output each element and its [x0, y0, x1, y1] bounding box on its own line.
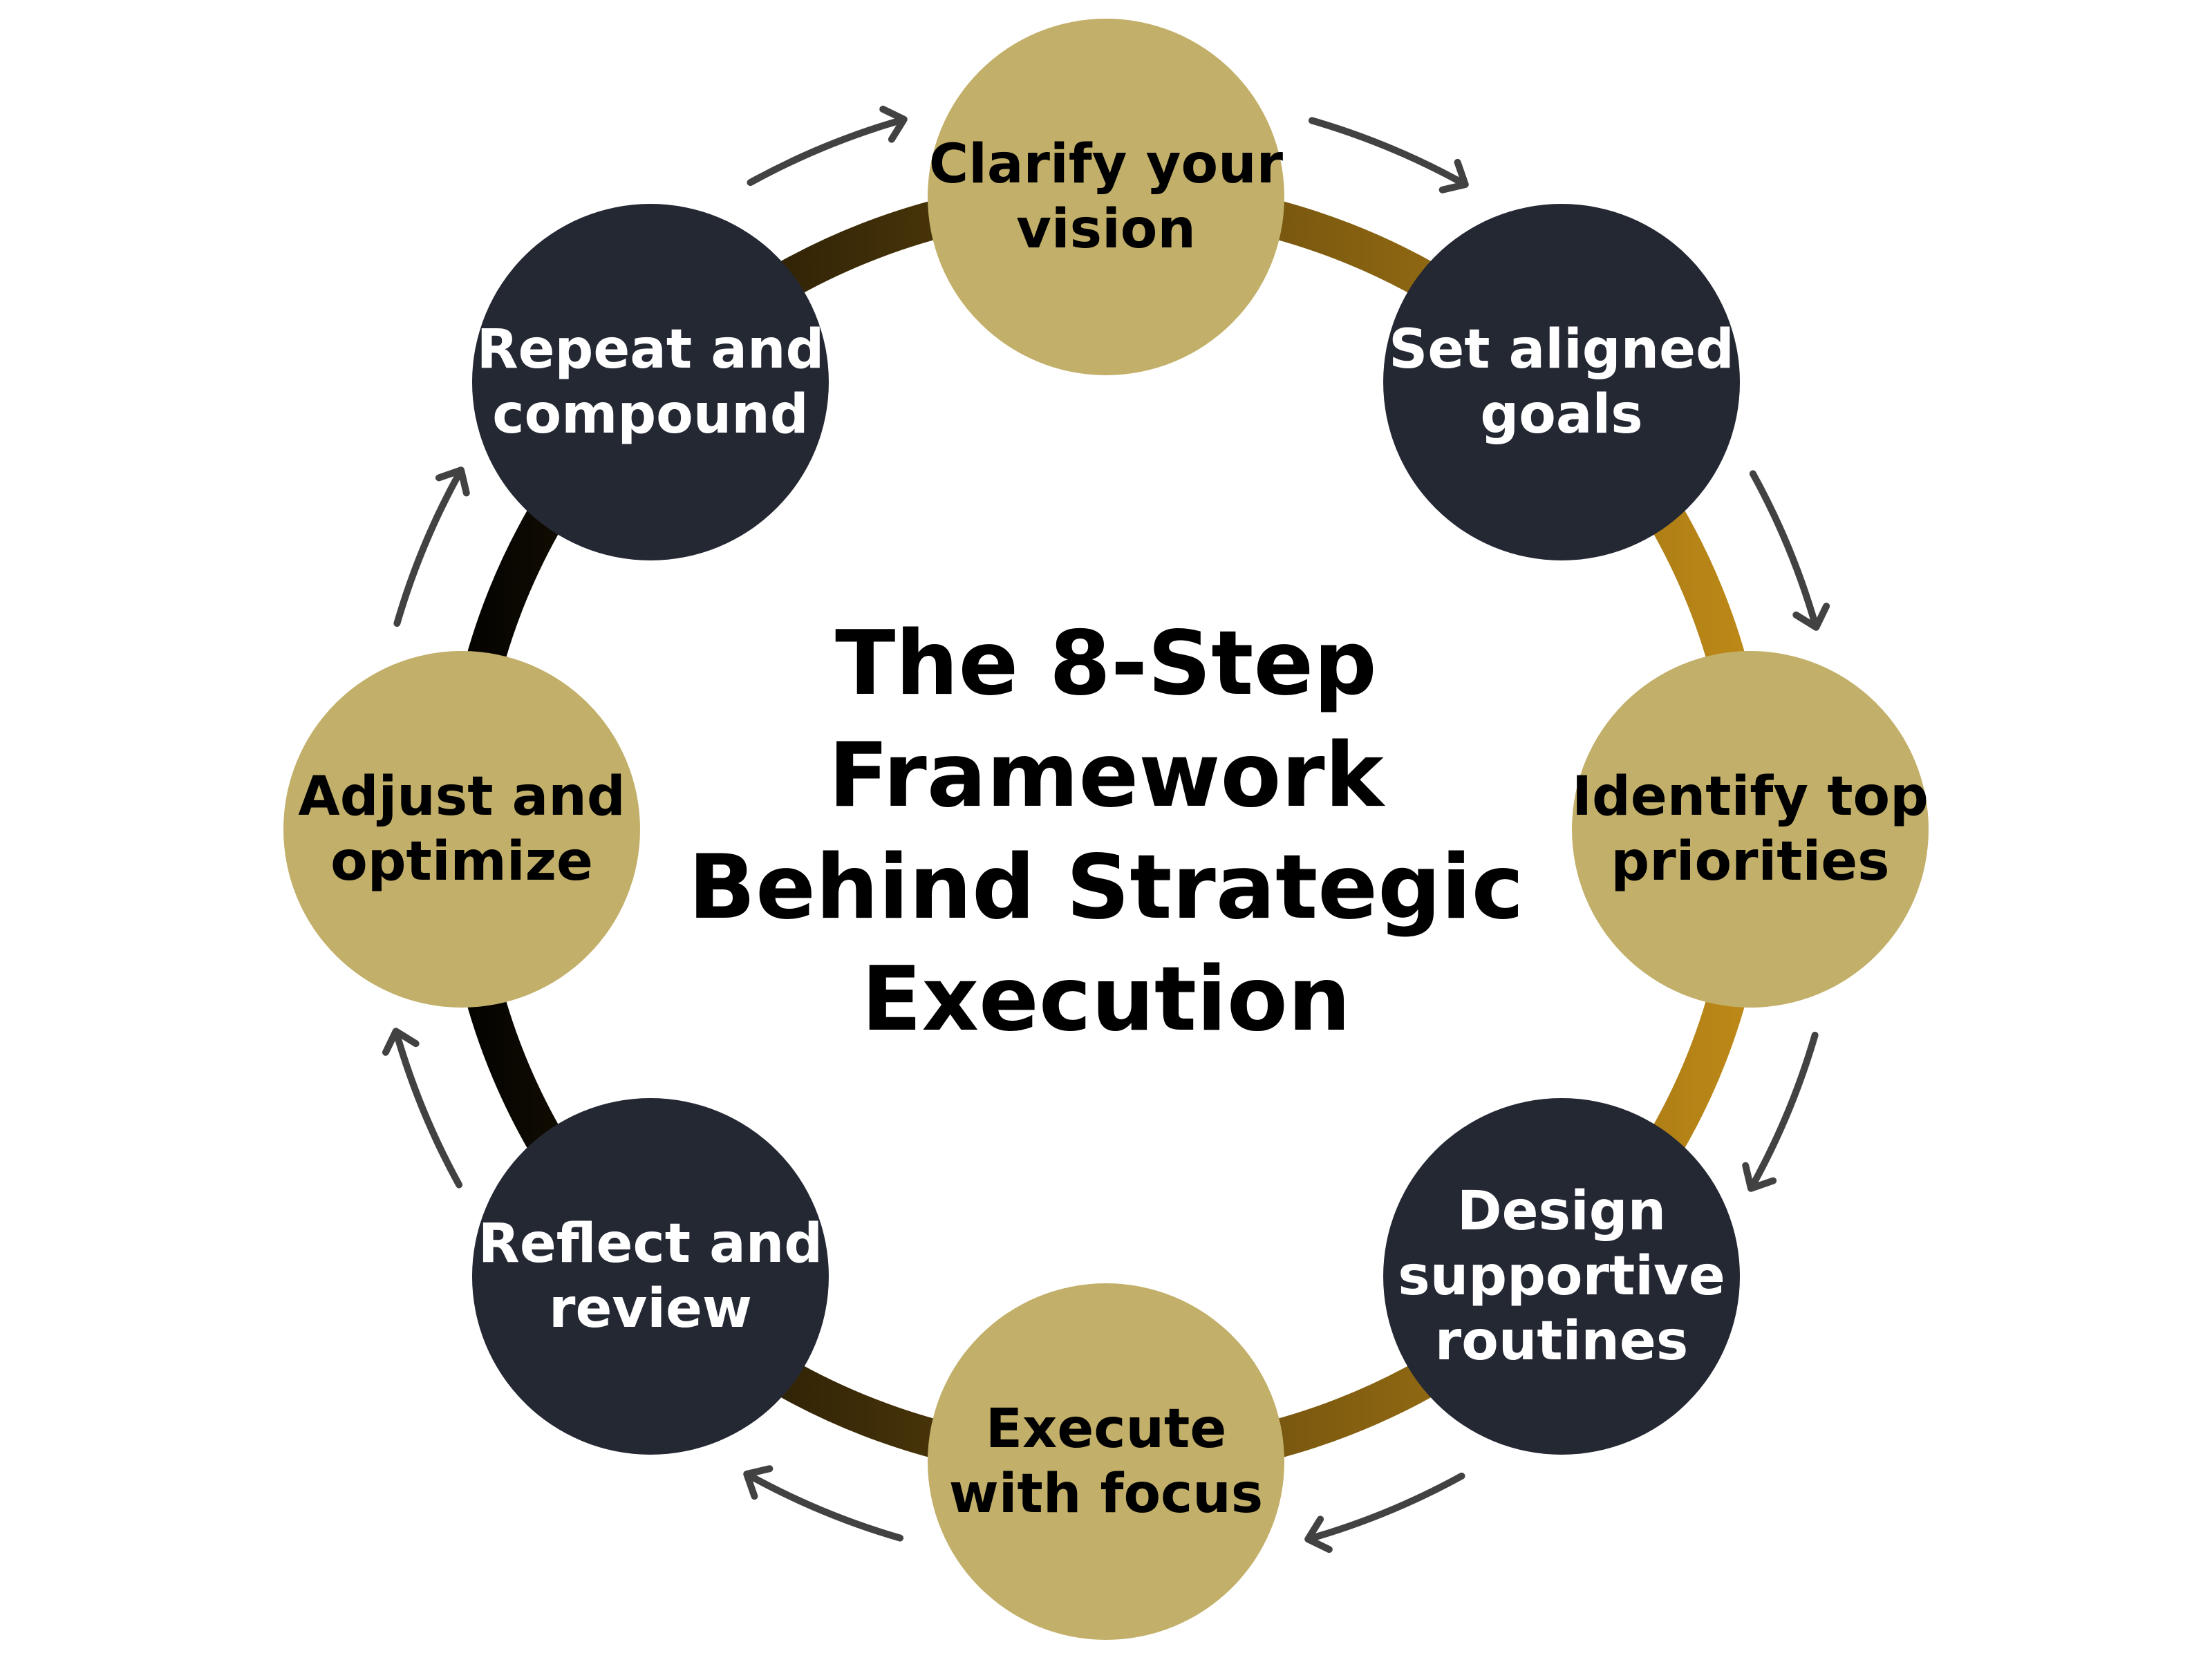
step-label-line: Identify top — [1572, 766, 1929, 828]
arrow-head — [879, 105, 908, 143]
step-circle — [471, 203, 829, 560]
arrow-head — [382, 1028, 420, 1056]
step-circle — [283, 651, 640, 1008]
curved-arrow-icon — [1749, 470, 1830, 631]
arrow-shaft — [1308, 1472, 1465, 1542]
arrow-head — [1438, 158, 1469, 193]
step-label-line: optimize — [330, 831, 593, 893]
step-label-line: review — [549, 1278, 752, 1340]
arrow-shaft — [1749, 470, 1819, 627]
step-circle — [1383, 1098, 1741, 1455]
curved-arrow-icon — [747, 105, 908, 187]
title-line: The 8-Step — [835, 612, 1377, 715]
title-line: Framework — [828, 724, 1385, 827]
arrow-shaft — [747, 117, 904, 187]
curved-arrow-icon — [1742, 1031, 1819, 1192]
step-label-line: Set aligned — [1389, 319, 1734, 381]
arrow-head — [435, 466, 470, 497]
curved-arrow-icon — [382, 1028, 463, 1189]
diagram-title: The 8-Step Framework Behind Strategic Ex… — [688, 612, 1524, 1051]
arrow-shaft — [1308, 117, 1465, 187]
curved-arrow-icon — [1304, 1472, 1465, 1554]
curved-arrow-icon — [743, 1465, 904, 1542]
step-label-line: Execute — [986, 1398, 1226, 1460]
step-label-line: with focus — [949, 1463, 1263, 1525]
step-label-line: vision — [1016, 198, 1196, 261]
arrow-head — [1792, 603, 1830, 631]
step-label-line: Reflect and — [478, 1213, 823, 1275]
arrow-shaft — [393, 470, 463, 627]
step-circle — [928, 19, 1284, 375]
title-line: Execution — [861, 948, 1351, 1051]
arrows-layer — [382, 105, 1830, 1554]
title-line: Behind Strategic — [688, 836, 1524, 939]
step-label-line: Repeat and — [477, 319, 825, 381]
arrow-head — [743, 1465, 774, 1500]
step-circle — [928, 1283, 1284, 1640]
step-circle — [1572, 651, 1929, 1008]
step-label-line: Design — [1457, 1180, 1666, 1243]
arrow-head — [1304, 1515, 1333, 1554]
curved-arrow-icon — [1308, 117, 1469, 193]
step-circle — [471, 1098, 829, 1455]
arrow-shaft — [1749, 1031, 1819, 1189]
step-label-line: compound — [492, 384, 808, 446]
step-label-line: routines — [1435, 1310, 1688, 1372]
step-circle — [1383, 203, 1741, 560]
step-label-line: Clarify your — [929, 133, 1284, 196]
arrow-head — [1742, 1162, 1777, 1192]
step-label-line: Adjust and — [298, 766, 625, 828]
step-label-line: goals — [1480, 384, 1642, 446]
arrow-shaft — [393, 1031, 463, 1189]
curved-arrow-icon — [393, 466, 470, 627]
step-label-line: priorities — [1611, 831, 1889, 893]
arrow-shaft — [747, 1472, 904, 1542]
step-label-line: supportive — [1398, 1245, 1725, 1307]
